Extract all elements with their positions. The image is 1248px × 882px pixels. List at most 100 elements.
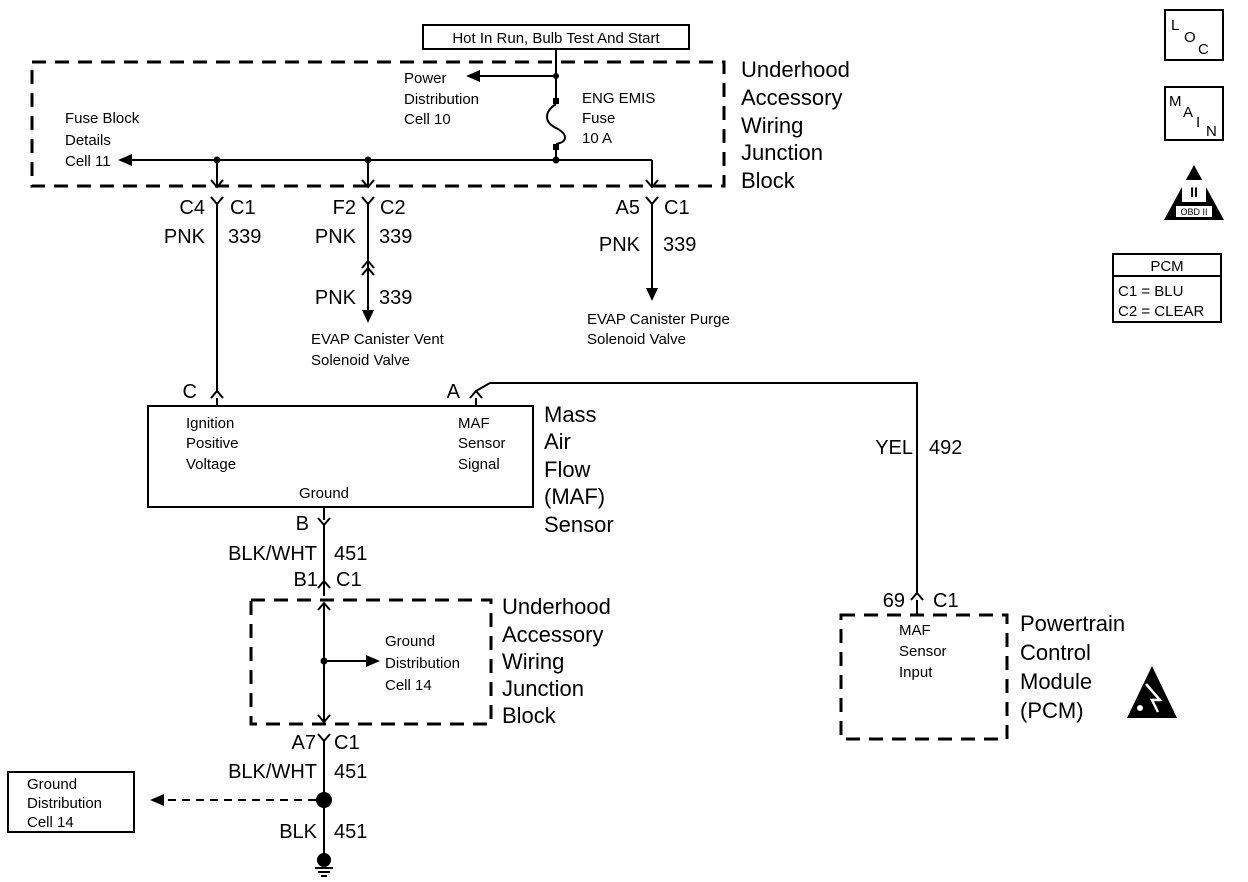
svg-text:Solenoid Valve: Solenoid Valve	[311, 352, 410, 369]
fuse-label: ENG EMIS Fuse 10 A	[582, 90, 655, 147]
ground-dist-box-label: Ground Distribution Cell 14	[27, 776, 102, 831]
svg-text:10 A: 10 A	[582, 130, 612, 147]
svg-text:PNK: PNK	[315, 287, 357, 309]
svg-text:Voltage: Voltage	[186, 456, 236, 473]
pcm-connector-legend: PCM C1 = BLU C2 = CLEAR	[1112, 253, 1222, 323]
maf-ground-label: Ground	[299, 485, 349, 502]
svg-text:Distribution: Distribution	[385, 655, 460, 672]
svg-text:451: 451	[334, 761, 367, 783]
svg-text:Flow: Flow	[544, 457, 591, 482]
wire-blkwht-451-b: BLK/WHT 451	[228, 761, 367, 783]
svg-text:C1: C1	[933, 590, 959, 612]
svg-text:ENG EMIS: ENG EMIS	[582, 90, 655, 107]
wire-pnk-339-a: PNK 339	[164, 226, 262, 248]
svg-text:YEL: YEL	[875, 437, 913, 459]
ground-dist-ref-inner: Ground Distribution Cell 14	[385, 633, 460, 694]
svg-text:I: I	[1196, 114, 1200, 131]
svg-text:EVAP Canister Purge: EVAP Canister Purge	[587, 311, 730, 328]
power-dist-arrow	[466, 70, 480, 82]
svg-text:Cell 14: Cell 14	[27, 814, 74, 831]
svg-text:Junction: Junction	[502, 676, 584, 701]
svg-text:Powertrain: Powertrain	[1020, 611, 1125, 636]
maf-connector-c: C	[183, 381, 224, 406]
maf-ign-label: Ignition Positive Voltage	[186, 415, 239, 473]
connector-f2: F2 C2	[333, 196, 406, 219]
svg-text:C2: C2	[380, 197, 406, 219]
svg-text:Wiring: Wiring	[741, 113, 803, 138]
main-icon: M A I N	[1164, 86, 1224, 141]
svg-text:Sensor: Sensor	[899, 643, 947, 660]
ground-symbol	[315, 867, 333, 877]
svg-text:Ground: Ground	[385, 633, 435, 650]
svg-text:C1: C1	[664, 197, 690, 219]
ground-dist-arrow-inner	[366, 655, 380, 667]
inline-connector-f2	[361, 259, 375, 269]
svg-text:Block: Block	[741, 168, 796, 193]
wire-blkwht-451-a: BLK/WHT 451	[228, 543, 367, 565]
maf-signal-label: MAF Sensor Signal	[458, 415, 506, 473]
svg-text:339: 339	[663, 234, 696, 256]
connector-pcm-69: 69 C1	[883, 590, 959, 615]
maf-connector-a: A	[447, 381, 483, 406]
svg-text:69: 69	[883, 590, 905, 612]
svg-text:Wiring: Wiring	[502, 649, 564, 674]
power-header: Hot In Run, Bulb Test And Start	[452, 30, 660, 47]
svg-text:Input: Input	[899, 664, 933, 681]
maf-sensor-label: Mass Air Flow (MAF) Sensor	[544, 402, 614, 537]
svg-text:A5: A5	[616, 197, 640, 219]
svg-text:Distribution: Distribution	[27, 795, 102, 812]
svg-text:BLK/WHT: BLK/WHT	[228, 543, 317, 565]
svg-text:C: C	[1198, 41, 1209, 58]
junction-block-bottom-label: Underhood Accessory Wiring Junction Bloc…	[502, 594, 611, 728]
svg-text:Sensor: Sensor	[458, 435, 506, 452]
fuse-symbol	[546, 103, 566, 145]
svg-text:(MAF): (MAF)	[544, 484, 605, 509]
pcm-input-label: MAF Sensor Input	[899, 622, 947, 681]
svg-text:B1: B1	[294, 569, 318, 591]
splice-point	[316, 792, 332, 808]
svg-text:451: 451	[334, 821, 367, 843]
svg-text:Cell 11: Cell 11	[65, 153, 111, 170]
connector-b1: B1 C1	[294, 569, 362, 591]
svg-text:Junction: Junction	[741, 140, 823, 165]
svg-text:M: M	[1169, 93, 1182, 110]
svg-text:Sensor: Sensor	[544, 512, 614, 537]
svg-text:C4: C4	[179, 197, 205, 219]
svg-text:Positive: Positive	[186, 435, 239, 452]
evap-purge-arrow	[646, 288, 658, 301]
connector-a7: A7 C1	[292, 732, 360, 754]
power-dist-ref: Power Distribution Cell 10	[404, 70, 479, 128]
svg-text:Mass: Mass	[544, 402, 597, 427]
evap-purge-label: EVAP Canister Purge Solenoid Valve	[587, 311, 730, 348]
svg-text:MAF: MAF	[899, 622, 931, 639]
evap-vent-arrow	[362, 310, 374, 323]
fuse-block-arrow	[118, 154, 132, 166]
svg-text:PNK: PNK	[599, 234, 641, 256]
svg-text:Solenoid Valve: Solenoid Valve	[587, 331, 686, 348]
svg-text:Underhood: Underhood	[741, 57, 850, 82]
svg-text:C1: C1	[230, 197, 256, 219]
pcm-label: Powertrain Control Module (PCM)	[1020, 611, 1125, 723]
svg-text:Details: Details	[65, 132, 111, 149]
ground-dist-arrow-outer	[150, 794, 164, 806]
svg-text:Cell 10: Cell 10	[404, 111, 451, 128]
svg-text:C1 = BLU: C1 = BLU	[1118, 283, 1183, 300]
maf-sensor-box	[147, 405, 534, 508]
svg-text:PCM: PCM	[1150, 258, 1183, 275]
svg-text:Accessory: Accessory	[502, 622, 603, 647]
svg-text:Underhood: Underhood	[502, 594, 611, 619]
svg-text:(PCM): (PCM)	[1020, 698, 1084, 723]
junction-block-top-label: Underhood Accessory Wiring Junction Bloc…	[741, 57, 850, 193]
svg-text:Air: Air	[544, 429, 571, 454]
svg-text:C1: C1	[334, 732, 360, 754]
svg-text:O: O	[1184, 29, 1196, 46]
svg-text:B: B	[296, 513, 309, 535]
svg-text:339: 339	[379, 226, 412, 248]
svg-text:492: 492	[929, 437, 962, 459]
svg-text:C2 = CLEAR: C2 = CLEAR	[1118, 303, 1204, 320]
loc-icon: L O C	[1164, 9, 1224, 61]
svg-text:Fuse Block: Fuse Block	[65, 110, 140, 127]
wire-pnk-339-c: PNK 339	[315, 287, 413, 309]
svg-text:F2: F2	[333, 197, 356, 219]
